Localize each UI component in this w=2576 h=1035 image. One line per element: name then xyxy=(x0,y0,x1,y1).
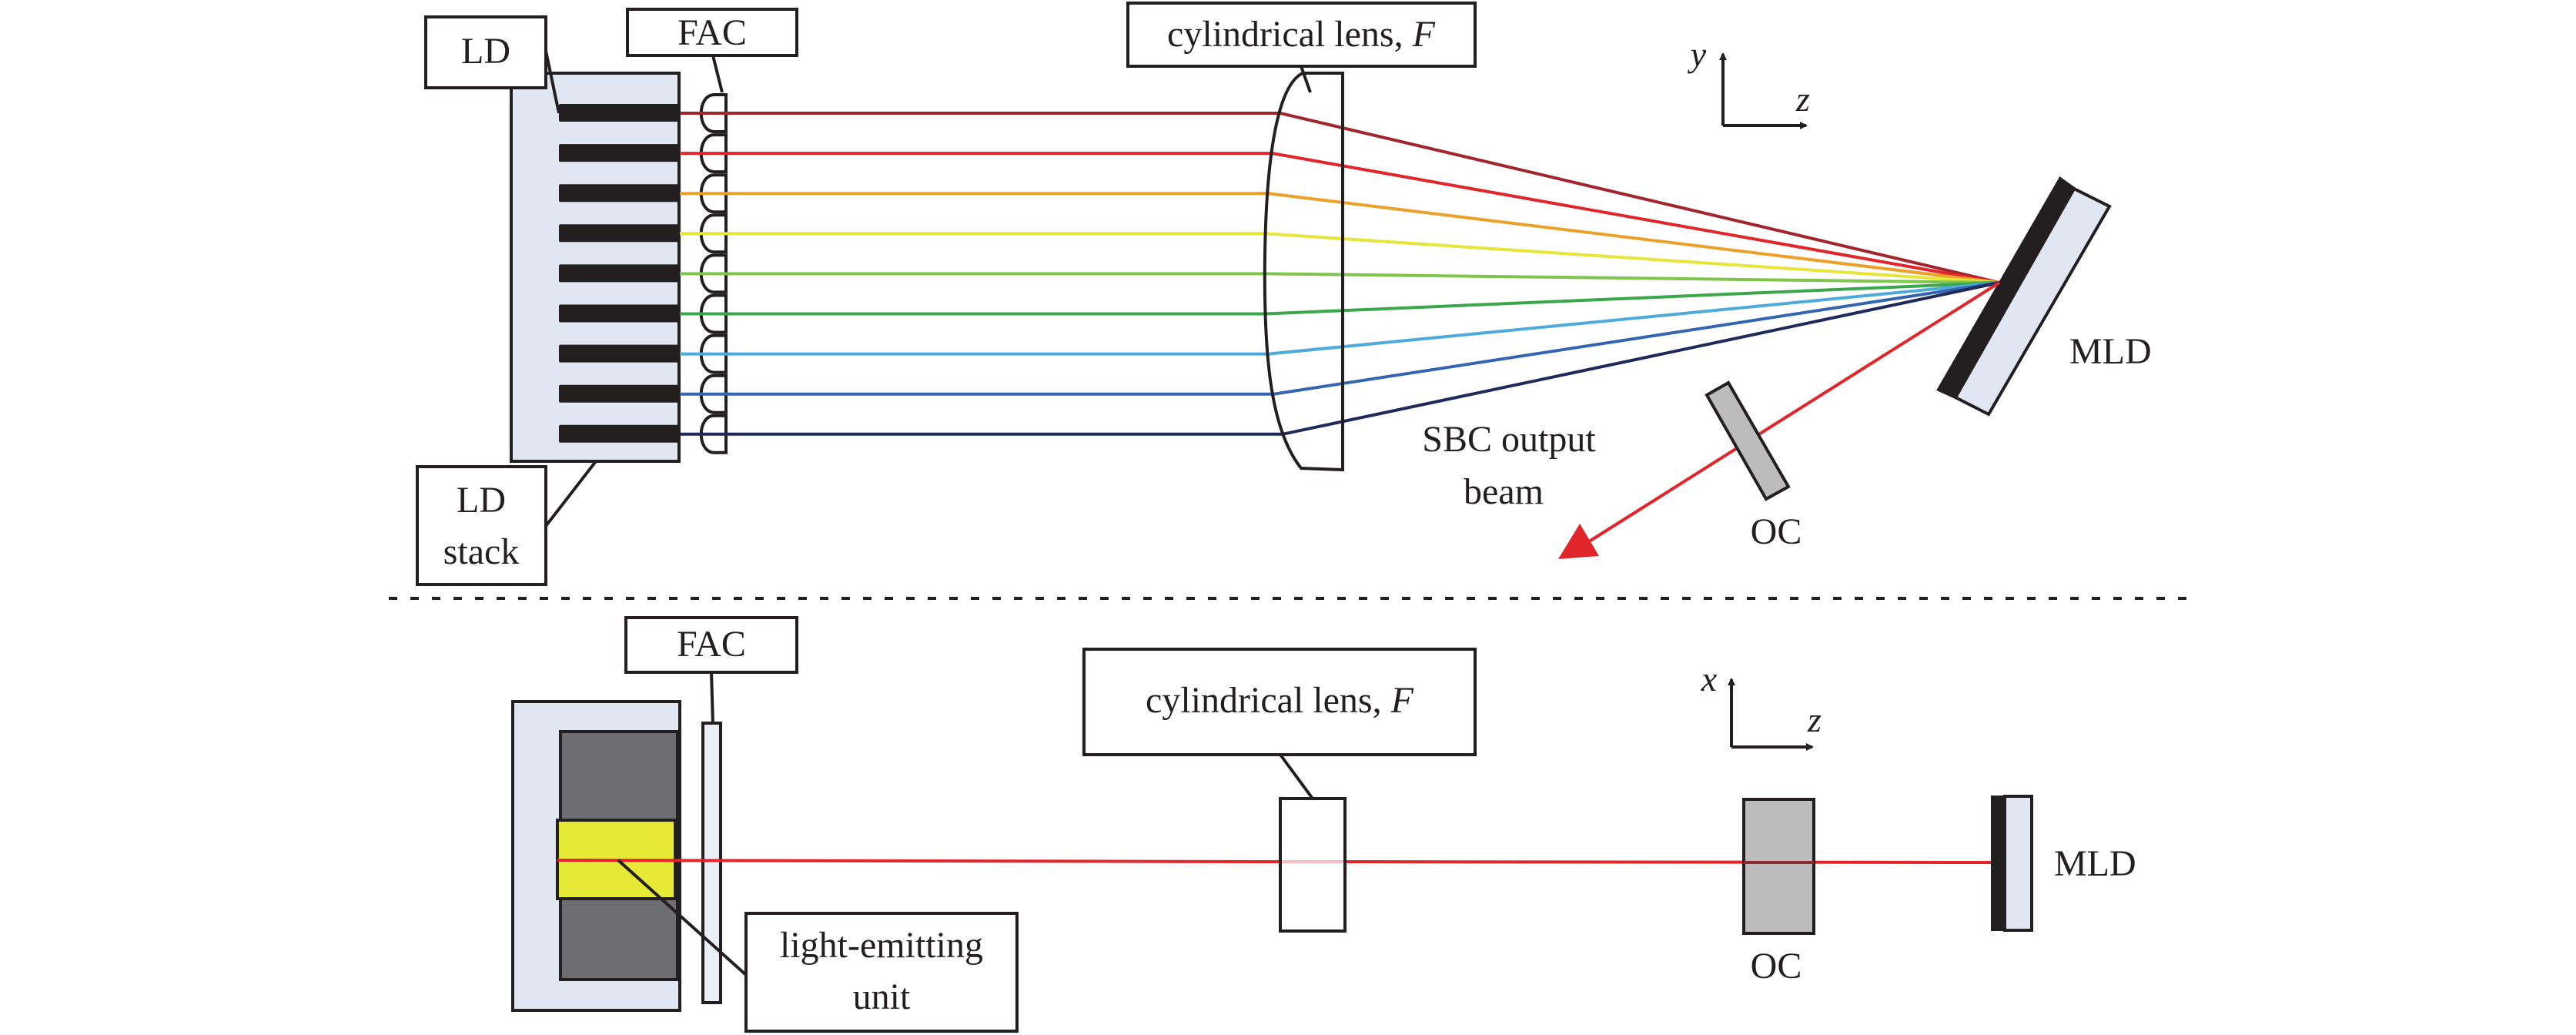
oc-label-top: OC xyxy=(1751,511,1802,552)
axes-yz: y z xyxy=(1688,35,1810,129)
mld-coating-side xyxy=(1991,796,2006,931)
diode-bar xyxy=(559,384,680,403)
axis-z-label-top: z xyxy=(1795,79,1810,119)
fac-lenslets xyxy=(699,93,728,454)
emitter-label-line2: unit xyxy=(853,976,911,1017)
diode-bar xyxy=(559,104,680,122)
ld-stack-label-line1: LD xyxy=(457,480,506,521)
fac-plate-side xyxy=(701,722,722,1004)
fac-lenslet xyxy=(699,133,728,174)
ld-stack-label-box xyxy=(416,465,547,586)
fac-label-box-side xyxy=(624,616,798,674)
beam-emitter-2 xyxy=(680,152,2000,284)
beam-emitter-8 xyxy=(680,281,2000,396)
mld-label-side: MLD xyxy=(2054,843,2136,884)
emitter-leader xyxy=(617,859,748,976)
fac-leader-side xyxy=(710,672,714,724)
beam-emitter-6 xyxy=(680,281,2000,316)
mld-coating-top xyxy=(1936,176,2076,400)
oc-top xyxy=(1705,380,1791,501)
cylindrical-lens-side xyxy=(1279,797,1347,933)
diode-bar xyxy=(559,264,680,283)
emitter-label-line1: light-emitting xyxy=(780,925,983,966)
cylindrical-lens-top xyxy=(1263,72,1344,472)
output-beam-label-line2: beam xyxy=(1464,471,1544,512)
fac-label-side: FAC xyxy=(677,624,746,665)
axis-z-label-side: z xyxy=(1807,700,1822,739)
lens-leader-top xyxy=(1300,65,1312,93)
output-beam-label-line1: SBC output xyxy=(1422,419,1596,460)
lens-label-side: cylindrical lens, F xyxy=(1146,680,1414,721)
beam-emitter-5 xyxy=(680,272,2000,284)
diode-bar xyxy=(559,184,680,203)
diode-bar xyxy=(559,304,680,323)
mld-substrate-side xyxy=(2003,795,2033,932)
fac-lenslet xyxy=(699,93,728,133)
oc-label-side: OC xyxy=(1751,946,1802,986)
fac-lenslet xyxy=(699,213,728,254)
ld-leader xyxy=(544,50,560,114)
lens-label-box-side xyxy=(1082,648,1477,756)
diode-bar xyxy=(559,144,680,162)
fac-lenslet xyxy=(699,173,728,214)
fac-label-box-top xyxy=(626,8,798,57)
side-view: FAC light-emitting unit cylindrical lens… xyxy=(511,616,2136,1033)
fac-lenslet xyxy=(699,253,728,294)
axis-y-label: y xyxy=(1688,35,1707,74)
fac-label-top: FAC xyxy=(677,12,747,53)
fac-lenslet xyxy=(699,293,728,334)
ld-label: LD xyxy=(461,31,510,72)
oc-side xyxy=(1742,798,1815,935)
diode-bar xyxy=(559,344,680,363)
lens-label-top: cylindrical lens, F xyxy=(1167,14,1436,55)
top-view: LD FAC cylindrical lens, F LD stack MLD … xyxy=(416,2,2152,586)
diode-bar xyxy=(559,224,680,243)
beam-emitter-9 xyxy=(680,281,2000,436)
mld-label-top: MLD xyxy=(2069,331,2152,372)
output-arrowhead xyxy=(1558,524,1599,559)
fac-lenslet xyxy=(699,373,728,414)
fac-lenslet xyxy=(699,414,728,454)
fac-lenslet xyxy=(699,333,728,374)
beam-emitter-7 xyxy=(680,281,2000,356)
mld-substrate-top xyxy=(1953,186,2112,417)
fac-leader-top xyxy=(711,55,724,93)
axes-xz: x z xyxy=(1701,659,1822,751)
lens-leader-side xyxy=(1279,753,1314,800)
beam-side-1 xyxy=(557,859,1281,863)
beams xyxy=(680,112,2000,436)
ld-stack-label-line2: stack xyxy=(443,531,520,572)
diode-bar xyxy=(559,424,680,443)
ld-label-box xyxy=(424,15,547,89)
axis-x-label: x xyxy=(1701,659,1718,698)
sbc-output-beam xyxy=(1577,281,2001,550)
diode-bars xyxy=(559,104,680,443)
emitter-label-box xyxy=(744,912,1019,1033)
ld-stack-leader xyxy=(544,460,597,528)
